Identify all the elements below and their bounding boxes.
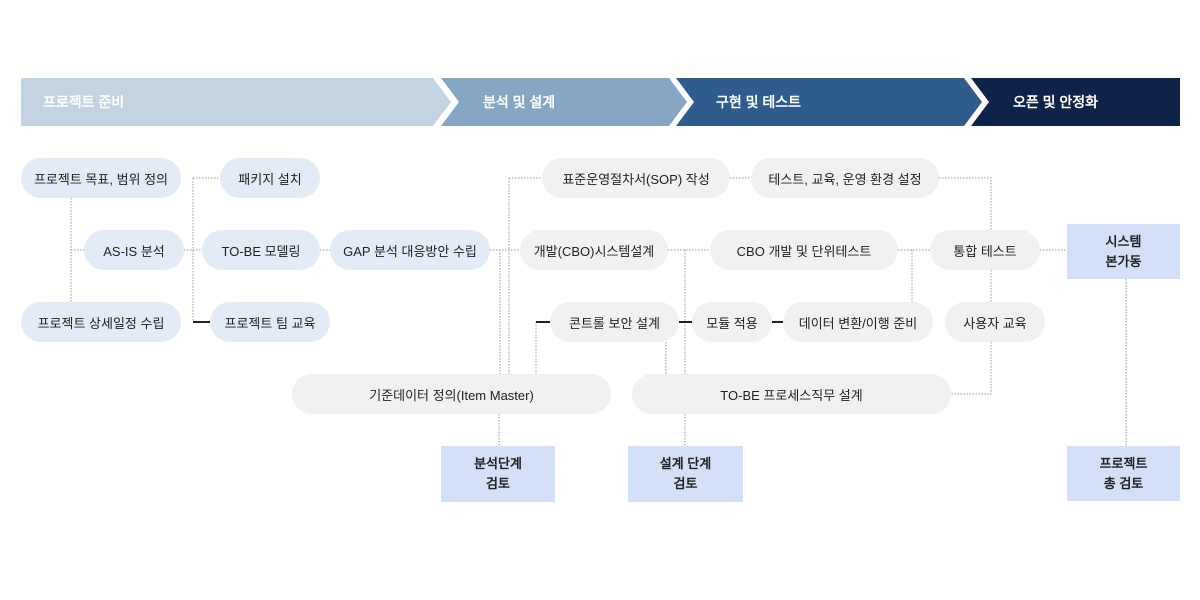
task-gap-analysis: GAP 분석 대응방안 수립 [330, 230, 490, 270]
task-label: 개발(CBO)시스템설계 [533, 243, 655, 259]
stage-open-stabilize: 오픈 및 안정화 [971, 78, 1180, 126]
task-label: 표준운영절차서(SOP) 작성 [562, 171, 710, 187]
milestone-label: 검토 [486, 476, 510, 491]
task-scope-definition: 프로젝트 목표, 범위 정의 [21, 158, 181, 198]
milestone-label: 검토 [673, 476, 698, 491]
milestone-label: 분석단계 [474, 456, 522, 471]
task-integration-test: 통합 테스트 [930, 230, 1040, 270]
milestone-label: 총 검토 [1103, 475, 1144, 491]
task-module-apply: 모듈 적용 [692, 302, 772, 342]
connector [939, 177, 992, 230]
task-env-setup: 테스트, 교육, 운영 환경 설정 [751, 158, 939, 198]
task-as-is-analysis: AS-IS 분석 [84, 230, 184, 270]
milestone-label: 설계 단계 [659, 456, 712, 471]
task-label: 데이터 변환/이행 준비 [798, 315, 918, 331]
stage-project-prep: 프로젝트 준비 [21, 78, 451, 126]
task-sop: 표준운영절차서(SOP) 작성 [542, 158, 730, 198]
task-label: TO-BE 모델링 [221, 243, 301, 259]
task-package-install: 패키지 설치 [220, 158, 320, 198]
stage-label: 구현 및 테스트 [716, 94, 802, 110]
task-cbo-dev: CBO 개발 및 단위테스트 [710, 230, 898, 270]
task-label: 사용자 교육 [963, 315, 1027, 331]
task-item-master: 기준데이터 정의(Item Master) [292, 374, 611, 414]
task-label: 패키지 설치 [238, 171, 302, 187]
task-label: 프로젝트 목표, 범위 정의 [33, 171, 169, 187]
task-cbo-design: 개발(CBO)시스템설계 [520, 230, 668, 270]
connector [951, 342, 992, 395]
milestone-label: 프로젝트 [1099, 455, 1148, 471]
stage-label: 오픈 및 안정화 [1013, 94, 1099, 110]
stage-label: 분석 및 설계 [483, 94, 556, 110]
task-label: 통합 테스트 [953, 243, 1017, 259]
task-user-training: 사용자 교육 [945, 302, 1045, 342]
task-label: 콘트롤 보안 설계 [569, 315, 660, 331]
task-label: 모듈 적용 [706, 315, 758, 331]
task-to-be-process: TO-BE 프로세스직무 설계 [632, 374, 951, 414]
task-label: AS-IS 분석 [103, 243, 165, 259]
task-label: 기준데이터 정의(Item Master) [369, 387, 534, 403]
task-label: 프로젝트 상세일정 수립 [37, 315, 165, 331]
stage-analysis-design: 분석 및 설계 [441, 78, 687, 126]
stage-label: 프로젝트 준비 [43, 94, 125, 110]
task-to-be-modeling: TO-BE 모델링 [202, 230, 320, 270]
task-label: CBO 개발 및 단위테스트 [736, 243, 872, 259]
task-control-security: 콘트롤 보안 설계 [550, 302, 679, 342]
task-data-migration: 데이터 변환/이행 준비 [783, 302, 933, 342]
task-label: GAP 분석 대응방안 수립 [343, 243, 477, 259]
milestone-label: 본가동 [1105, 253, 1142, 269]
milestone-label: 시스템 [1105, 233, 1142, 249]
task-team-training: 프로젝트 팀 교육 [210, 302, 330, 342]
task-label: 테스트, 교육, 운영 환경 설정 [768, 171, 922, 187]
task-label: TO-BE 프로세스직무 설계 [720, 387, 863, 403]
stage-build-test: 구현 및 테스트 [676, 78, 982, 126]
task-label: 프로젝트 팀 교육 [224, 315, 316, 331]
task-detailed-schedule: 프로젝트 상세일정 수립 [21, 302, 181, 342]
